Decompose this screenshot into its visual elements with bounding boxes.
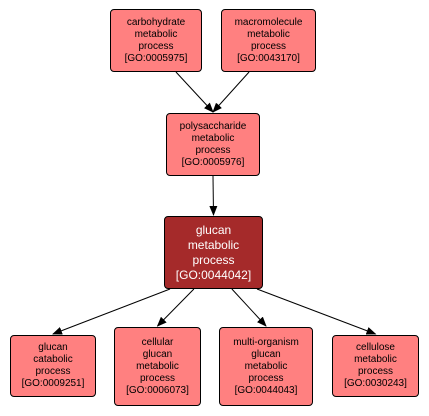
node-label-line: process	[248, 372, 284, 384]
node-label-line: process	[35, 366, 71, 377]
node-go-id: [GO:0044042]	[175, 267, 252, 282]
node-label-line: process	[138, 40, 174, 52]
node-label-line: glucan	[142, 348, 173, 360]
node-label-line: glucan	[195, 222, 232, 237]
edge-glucan-to-gcat	[52, 288, 171, 335]
node-label-line: metabolic	[191, 132, 235, 144]
node-label-line: process	[139, 372, 175, 384]
node-label-line: macromolecule	[234, 16, 303, 28]
node-go-id: [GO:0030243]	[344, 378, 407, 389]
node-go-id: [GO:0043170]	[237, 52, 300, 64]
node-go-id: [GO:0009251]	[21, 378, 85, 389]
node-label-line: process	[250, 40, 286, 52]
node-label-line: process	[192, 252, 235, 267]
node-go-id: [GO:0006073]	[126, 384, 189, 396]
node-label-line: multi-organism	[233, 336, 299, 348]
node-label-line: cellular	[141, 336, 174, 348]
node-cellulose-metabolic-process[interactable]: cellulose metabolic process [GO:0030243]	[332, 335, 419, 397]
node-go-id: [GO:0005975]	[124, 52, 188, 64]
node-label-line: polysaccharide	[179, 120, 247, 132]
edge-carb-to-poly	[175, 71, 214, 113]
node-go-id: [GO:0005976]	[181, 156, 245, 168]
node-label-line: metabolic	[244, 360, 288, 372]
edge-poly-to-glucan	[209, 175, 218, 216]
node-label-line: process	[195, 144, 231, 156]
node-cellular-glucan-metabolic-process[interactable]: cellular glucan metabolic process [GO:00…	[114, 327, 201, 406]
node-glucan-metabolic-process[interactable]: glucan metabolic process [GO:0044042]	[164, 216, 263, 289]
edge-glucan-to-multi	[231, 288, 267, 327]
node-macromolecule-metabolic-process[interactable]: macromolecule metabolic process [GO:0043…	[221, 9, 316, 72]
edge-glucan-to-cellu	[256, 288, 377, 335]
node-label-line: cellulose	[356, 342, 395, 353]
node-label-line: catabolic	[33, 354, 73, 365]
edge-glucan-to-cell	[156, 288, 195, 327]
node-glucan-catabolic-process[interactable]: glucan catabolic process [GO:0009251]	[10, 335, 96, 397]
edge-macro-to-poly	[212, 71, 250, 113]
node-label-line: metabolic	[136, 360, 179, 372]
node-label-line: metabolic	[247, 28, 290, 40]
node-label-line: process	[357, 366, 393, 377]
node-multi-organism-glucan-metabolic-process[interactable]: multi-organism glucan metabolic process …	[219, 327, 313, 406]
node-label-line: glucan	[38, 342, 68, 353]
node-carbohydrate-metabolic-process[interactable]: carbohydrate metabolic process [GO:00059…	[110, 9, 202, 72]
node-label-line: carbohydrate	[126, 16, 186, 28]
node-label-line: metabolic	[354, 354, 397, 365]
node-label-line: metabolic	[187, 237, 240, 252]
node-label-line: metabolic	[134, 28, 178, 40]
node-label-line: glucan	[251, 348, 281, 360]
node-go-id: [GO:0044043]	[234, 384, 298, 396]
node-polysaccharide-metabolic-process[interactable]: polysaccharide metabolic process [GO:000…	[166, 113, 260, 176]
